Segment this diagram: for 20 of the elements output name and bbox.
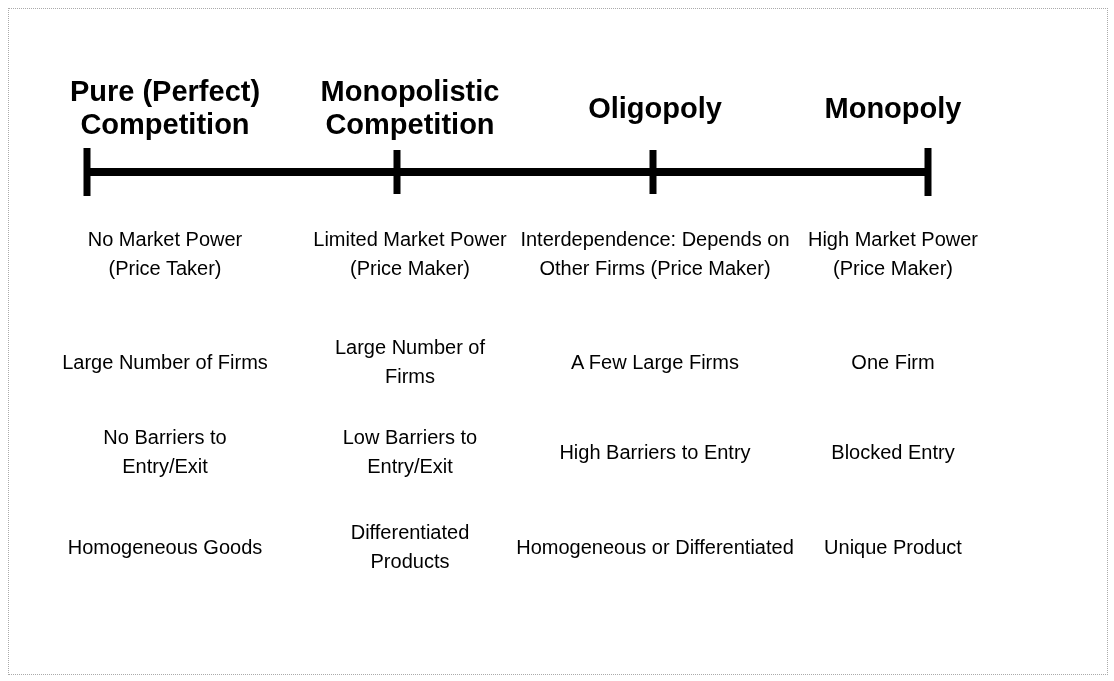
market-type-heading: Monopoly [823,91,963,125]
characteristic-text: Blocked Entry [830,439,956,465]
characteristic-text: No Barriers to Entry/Exit [102,425,228,479]
characteristic-text: A Few Large Firms [570,349,740,375]
market-type-heading: Oligopoly [587,91,723,125]
characteristic-text: Interdependence: Depends on Other Firms (Price Maker) [519,227,791,281]
characteristic-text: High Market Power (Price Maker) [806,227,980,281]
characteristic-text: No Market Power (Price Taker) [86,227,244,281]
characteristic-text: Large Number of Firms [61,349,269,375]
characteristic-text: High Barriers to Entry [558,439,752,465]
characteristic-text: Differentiated Products [349,520,471,574]
characteristic-text: Homogeneous Goods [66,534,264,560]
characteristic-text: Limited Market Power (Price Maker) [312,227,508,281]
characteristic-text: Large Number of Firms [333,335,487,389]
market-type-heading: Monopolistic Competition [319,75,501,141]
characteristic-text: Low Barriers to Entry/Exit [341,425,479,479]
market-type-heading: Pure (Perfect) Competition [68,75,262,141]
characteristic-text: Unique Product [823,534,963,560]
characteristic-text: One Firm [850,349,936,375]
characteristic-text: Homogeneous or Differentiated [515,534,795,560]
